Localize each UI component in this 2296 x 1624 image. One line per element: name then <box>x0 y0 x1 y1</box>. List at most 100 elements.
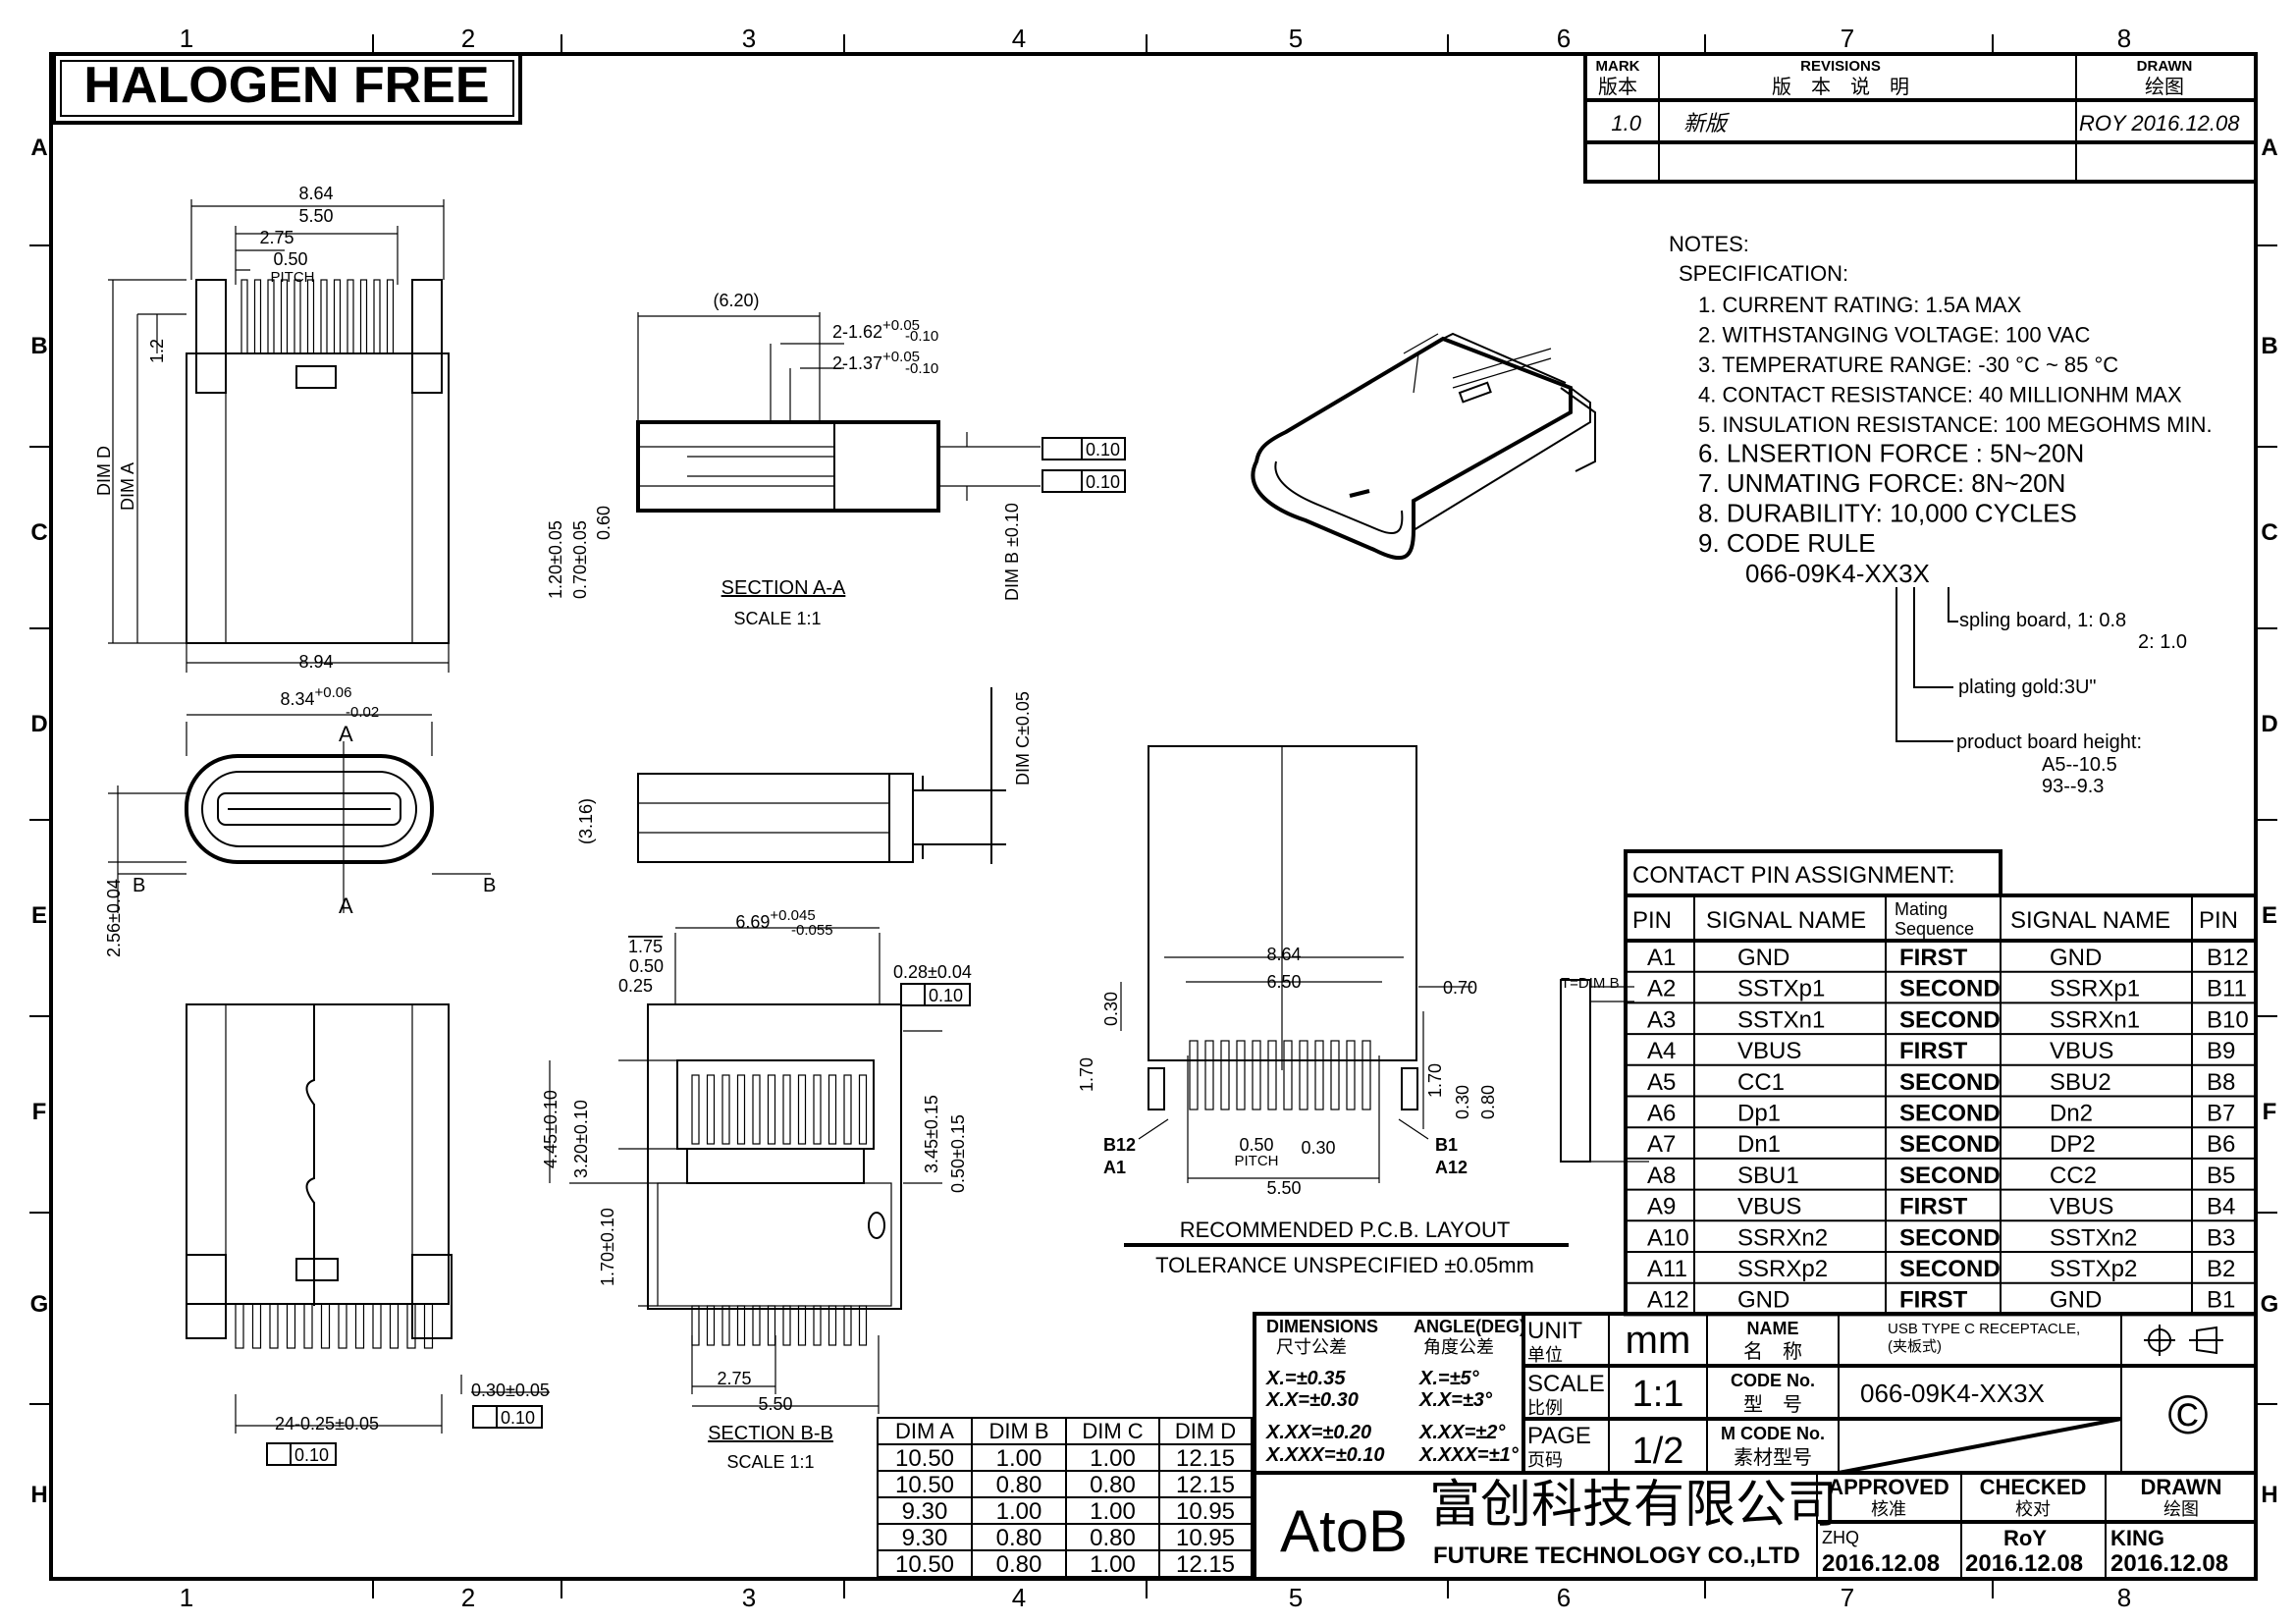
unit-value: mm <box>1626 1319 1691 1362</box>
pcb-pad <box>1362 1040 1371 1110</box>
code-rule-code: 066-09K4-XX3X <box>1745 559 1930 588</box>
dimensions-cn: 尺寸公差 <box>1276 1337 1347 1357</box>
code-rule-spling2: 2: 1.0 <box>2138 631 2187 653</box>
dim-table-cell: 1.00 <box>996 1498 1042 1525</box>
bb-title: SECTION B-B <box>708 1423 833 1444</box>
pcb-pad <box>1189 1040 1199 1110</box>
true-position-icon <box>900 983 926 1006</box>
rev-entry-mark: 1.0 <box>1611 111 1641 135</box>
dim-table-cell: 9.30 <box>902 1498 948 1525</box>
zone-column-label-top: 4 <box>1012 24 1026 53</box>
aa-title: SECTION A-A <box>721 577 846 599</box>
signal-name-b: SSRXp1 <box>2050 976 2140 1002</box>
dim-table-cell: 1.00 <box>1090 1445 1136 1472</box>
product-name-cn: (夹板式) <box>1888 1337 1942 1355</box>
spec-item: 5. INSULATION RESISTANCE: 100 MEGOHMS MI… <box>1698 412 2213 437</box>
aa-dim-length: (6.20) <box>713 291 759 310</box>
pin-a-number: A6 <box>1647 1101 1676 1127</box>
pin-b-number: B6 <box>2207 1131 2235 1158</box>
title-block: DIMENSIONS 尺寸公差 ANGLE(DEG) 角度公差 X.=±0.35… <box>1253 1312 2258 1581</box>
zone-column-label-top: 8 <box>2117 24 2131 53</box>
bb-dim-3-20: 3.20±0.10 <box>571 1100 591 1178</box>
spec-item: 8. DURABILITY: 10,000 CYCLES <box>1698 499 2077 528</box>
pcb-dim-0-30a: 0.30 <box>1101 992 1121 1026</box>
zone-row-label-right: B <box>2261 333 2277 359</box>
pin-b-number: B4 <box>2207 1194 2235 1220</box>
rev-entry-desc: 新版 <box>1683 111 1731 135</box>
contact-pin <box>253 279 262 354</box>
rev-revisions-label: REVISIONS <box>1800 58 1881 75</box>
zone-row-label-right: D <box>2261 711 2277 737</box>
zone-column-label-top: 7 <box>1841 24 1854 53</box>
zone-row-label-right: A <box>2261 135 2277 161</box>
section-b-marker-right: B <box>483 875 496 896</box>
bb-dim-width-tol: -0.055 <box>791 922 833 939</box>
tolerance-1: X.=±0.35 <box>1265 1368 1346 1389</box>
name-label: NAME <box>1747 1319 1799 1338</box>
pcb-thickness-note: T=DIM B <box>1561 975 1620 992</box>
zone-row-label-right: C <box>2261 519 2277 546</box>
dim-table-cell: 0.80 <box>996 1472 1042 1498</box>
signal-name-b: Dn2 <box>2050 1101 2093 1127</box>
signal-name-b: SBU2 <box>2050 1069 2111 1096</box>
spec-item: 1. CURRENT RATING: 1.5A MAX <box>1698 293 2022 317</box>
signal-name-b: GND <box>2050 945 2102 971</box>
spec-item: 4. CONTACT RESISTANCE: 40 MILLIONHM MAX <box>1698 383 2182 407</box>
zone-row-label-left: C <box>30 519 47 546</box>
mating-sequence: SECOND <box>1899 1101 2001 1127</box>
contact-pin <box>373 279 381 354</box>
name-cn: 名 称 <box>1743 1340 1802 1363</box>
contact-pin-tail <box>767 1305 776 1346</box>
contact-pin <box>813 1074 822 1145</box>
pcb-label-b12: B12 <box>1103 1135 1136 1155</box>
pcb-label-a12: A12 <box>1435 1158 1468 1177</box>
pin-b-number: B1 <box>2207 1287 2235 1314</box>
pin-b-number: B9 <box>2207 1038 2235 1064</box>
contact-pin <box>347 279 354 354</box>
bb-dim-0-50: 0.50 <box>629 956 664 976</box>
pcb-pad <box>1330 1040 1340 1110</box>
zone-column-label-bottom: 1 <box>180 1583 193 1612</box>
drawn-date: 2016.12.08 <box>2110 1550 2228 1577</box>
pin-table-header: SIGNAL NAME <box>1706 907 1866 934</box>
dim-table-cell: 12.15 <box>1176 1472 1235 1498</box>
contact-pin <box>858 1074 868 1145</box>
contact-pin <box>423 1303 434 1349</box>
pin-table-header: PIN <box>1632 907 1672 934</box>
dim-table-header: DIM C <box>1082 1419 1143 1443</box>
side-dim-height: (3.16) <box>576 798 596 844</box>
isometric-view <box>1251 332 1596 561</box>
true-position-icon <box>472 1405 498 1429</box>
mcode-label: M CODE No. <box>1721 1424 1825 1443</box>
zone-row-label-left: G <box>30 1291 49 1318</box>
signal-name-a: VBUS <box>1737 1194 1801 1220</box>
pcb-dim-0-30b: 0.30 <box>1453 1085 1472 1119</box>
mating-sequence: SECOND <box>1899 1131 2001 1158</box>
bb-dim-1-75: 1.75 <box>628 937 663 956</box>
front-view: 8.34+0.06 -0.02 A A B B 2.56±0.04 <box>104 684 496 957</box>
front-dim-width: 8.34+0.06 <box>280 684 351 709</box>
drawing-frame <box>49 52 2258 1581</box>
mating-sequence: SECOND <box>1899 1069 2001 1096</box>
pin-a-number: A8 <box>1647 1163 1676 1189</box>
section-bb-view: 6.69+0.045 -0.055 1.75 0.50 0.25 0.28±0.… <box>541 907 972 1472</box>
checked-by: RoY <box>2003 1526 2047 1550</box>
mating-sequence: SECOND <box>1899 976 2001 1002</box>
signal-name-a: CC1 <box>1737 1069 1785 1096</box>
contact-pin-tail <box>858 1305 868 1346</box>
contact-pin <box>294 279 301 354</box>
signal-name-a: SBU1 <box>1737 1163 1799 1189</box>
zone-column-label-top: 3 <box>742 24 756 53</box>
contact-pin <box>752 1074 761 1145</box>
contact-pin <box>691 1074 700 1145</box>
code-rule-height-a5: A5--10.5 <box>2042 754 2117 776</box>
pin-a-number: A10 <box>1647 1224 1689 1251</box>
bb-dim-0-50b: 0.50±0.15 <box>948 1114 968 1193</box>
spec-item: 2. WITHSTANGING VOLTAGE: 100 VAC <box>1698 323 2090 348</box>
spec-item: 3. TEMPERATURE RANGE: -30 °C ~ 85 °C <box>1698 352 2118 377</box>
pin-a-number: A2 <box>1647 976 1676 1002</box>
dim-table-cell: 0.80 <box>996 1525 1042 1551</box>
halogen-free-badge: HALOGEN FREE <box>52 52 522 125</box>
signal-name-a: SSTXn1 <box>1737 1006 1825 1033</box>
